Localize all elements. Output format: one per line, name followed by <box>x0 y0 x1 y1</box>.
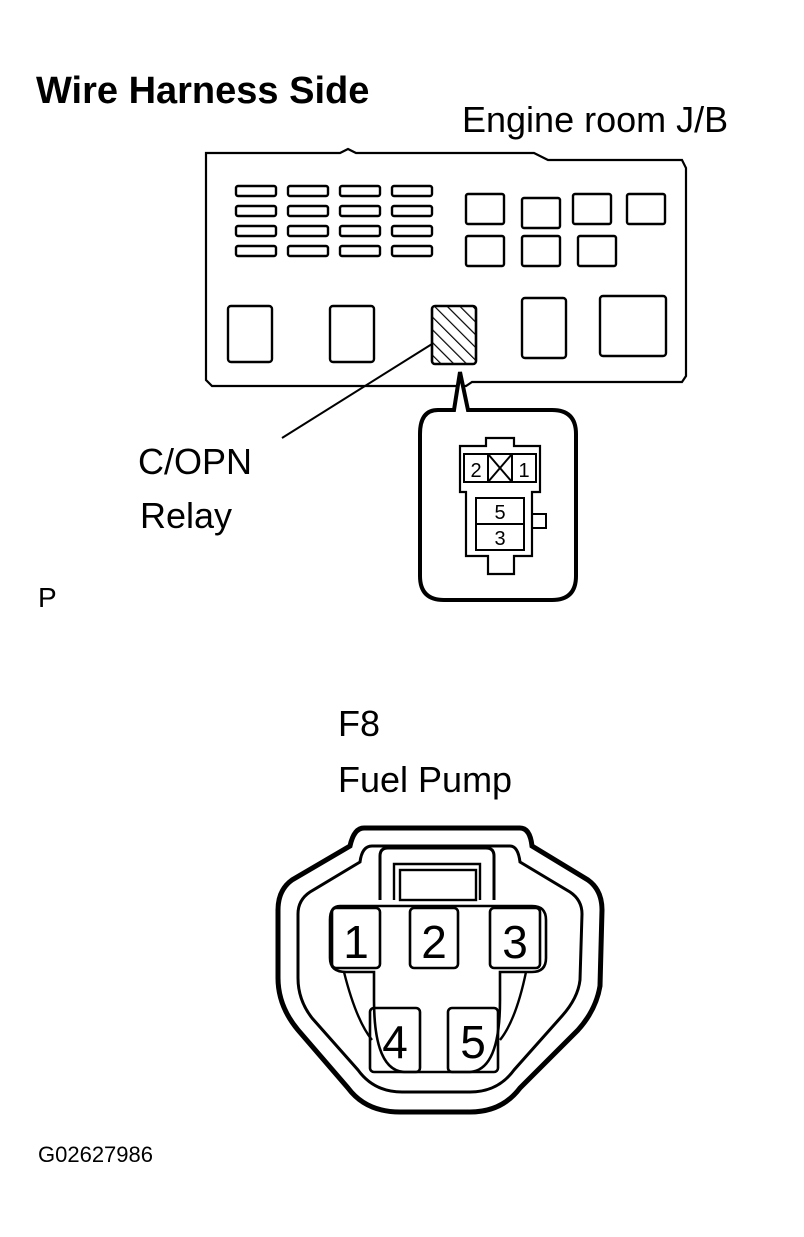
relay-leader-line <box>281 343 433 439</box>
relay-pin-numbers: 2 1 5 3 <box>470 460 529 550</box>
relay-callout <box>418 371 578 602</box>
relay-pin-3: 3 <box>494 528 505 550</box>
relay-pin-1: 1 <box>518 460 529 482</box>
connector-name-label: Fuel Pump <box>338 759 513 800</box>
relay-cavities <box>226 294 668 364</box>
diagram-title: Wire Harness Side <box>36 70 370 112</box>
copn-relay-cavity <box>430 304 478 366</box>
fuel-pump-connector <box>275 825 605 1115</box>
pump-pin-1: 1 <box>343 916 369 968</box>
pump-pin-4: 4 <box>382 1016 408 1068</box>
relay-name-label: C/OPN <box>138 441 253 482</box>
relay-sub-label: Relay <box>140 495 233 536</box>
junction-block-label: Engine room J/B <box>462 99 729 140</box>
relay-pin-2: 2 <box>470 460 481 482</box>
fuse-slots <box>234 184 434 258</box>
connector-code-label: F8 <box>338 703 381 744</box>
relay-pin-5: 5 <box>494 502 505 524</box>
p-label: P <box>38 582 57 613</box>
fuel-pump-pin-numbers: 1 2 3 4 5 <box>343 916 528 1068</box>
fuse-cavities <box>464 192 667 268</box>
figure-code: G02627986 <box>38 1142 153 1167</box>
junction-block <box>204 147 688 388</box>
pump-pin-5: 5 <box>460 1016 486 1068</box>
pump-pin-2: 2 <box>421 916 447 968</box>
pump-pin-3: 3 <box>502 916 528 968</box>
